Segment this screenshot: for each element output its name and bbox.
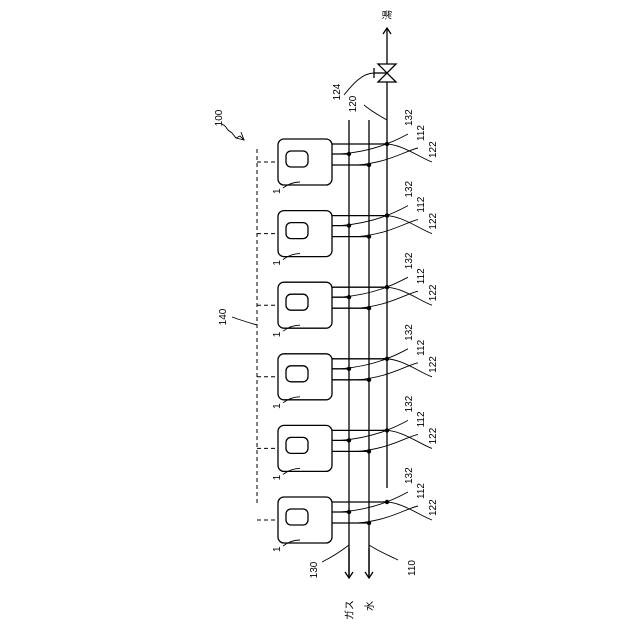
label-water-branch: 112 bbox=[416, 339, 427, 355]
label-unit: 1 bbox=[272, 403, 283, 409]
leader-hot-branch bbox=[381, 502, 432, 520]
gas-junction-dot bbox=[347, 223, 351, 227]
label-unit: 1 bbox=[272, 331, 283, 337]
label-water-in: 水 bbox=[364, 601, 376, 611]
label-system: 100 bbox=[214, 109, 225, 126]
label-valve: 124 bbox=[332, 83, 343, 100]
label-controller-link: 140 bbox=[218, 308, 229, 325]
label-water-branch: 112 bbox=[416, 411, 427, 427]
label-hot-branch: 122 bbox=[428, 427, 439, 444]
hot-water-outlet-arrow bbox=[383, 28, 391, 46]
label-hot-branch: 122 bbox=[428, 284, 439, 301]
label-water-branch: 112 bbox=[416, 268, 427, 284]
leader-100 bbox=[222, 124, 244, 140]
heater-unit-window bbox=[286, 223, 308, 239]
label-hot-branch: 122 bbox=[428, 212, 439, 229]
units-layer: 1321121221132112122113211212211321121221… bbox=[257, 109, 439, 552]
label-gas-branch: 132 bbox=[404, 395, 415, 412]
label-hot-water-out: 湯 bbox=[381, 10, 394, 20]
gas-junction-dot bbox=[347, 510, 351, 514]
valve-symbol bbox=[374, 64, 396, 82]
leader-110 bbox=[369, 545, 398, 560]
gas-junction-dot bbox=[347, 295, 351, 299]
heater-unit-window bbox=[286, 294, 308, 310]
label-hot-branch: 122 bbox=[428, 141, 439, 158]
label-gas-branch: 132 bbox=[404, 324, 415, 341]
label-gas-in: ガス bbox=[344, 600, 356, 620]
label-hot-branch: 122 bbox=[428, 356, 439, 373]
heater-unit-window bbox=[286, 366, 308, 382]
label-water-branch: 112 bbox=[416, 125, 427, 141]
heater-unit: 132112122 1 bbox=[257, 467, 439, 552]
label-gas-branch: 132 bbox=[404, 180, 415, 197]
label-gas-branch: 132 bbox=[404, 109, 415, 126]
heater-unit-window bbox=[286, 437, 308, 453]
water-inlet-arrow bbox=[365, 548, 373, 578]
leader-130 bbox=[322, 545, 349, 562]
label-unit: 1 bbox=[272, 260, 283, 266]
leader-hot-branch bbox=[381, 287, 432, 305]
gas-inlet-arrow bbox=[345, 548, 353, 578]
gas-junction-dot bbox=[347, 152, 351, 156]
label-hot-water-pipe: 120 bbox=[348, 95, 359, 112]
label-water-branch: 112 bbox=[416, 483, 427, 499]
leader-hot-branch bbox=[381, 430, 432, 448]
heater-unit-window bbox=[286, 151, 308, 167]
label-unit: 1 bbox=[272, 474, 283, 480]
leader-hot-branch bbox=[381, 359, 432, 377]
leader-hot-branch bbox=[381, 144, 432, 162]
diagram-rotated: 1321121221132112122113211212211321121221… bbox=[214, 10, 439, 620]
label-hot-branch: 122 bbox=[428, 499, 439, 516]
label-gas-pipe: 130 bbox=[309, 561, 320, 578]
leader-140 bbox=[232, 317, 257, 325]
label-unit: 1 bbox=[272, 546, 283, 552]
label-unit: 1 bbox=[272, 188, 283, 194]
leader-124 bbox=[344, 73, 374, 95]
label-gas-branch: 132 bbox=[404, 252, 415, 269]
heater-unit-window bbox=[286, 509, 308, 525]
label-water-pipe: 110 bbox=[407, 560, 418, 576]
label-water-branch: 112 bbox=[416, 196, 427, 212]
gas-junction-dot bbox=[347, 367, 351, 371]
label-gas-branch: 132 bbox=[404, 467, 415, 484]
gas-junction-dot bbox=[347, 438, 351, 442]
leader-120 bbox=[364, 105, 387, 120]
leader-hot-branch bbox=[381, 215, 432, 233]
